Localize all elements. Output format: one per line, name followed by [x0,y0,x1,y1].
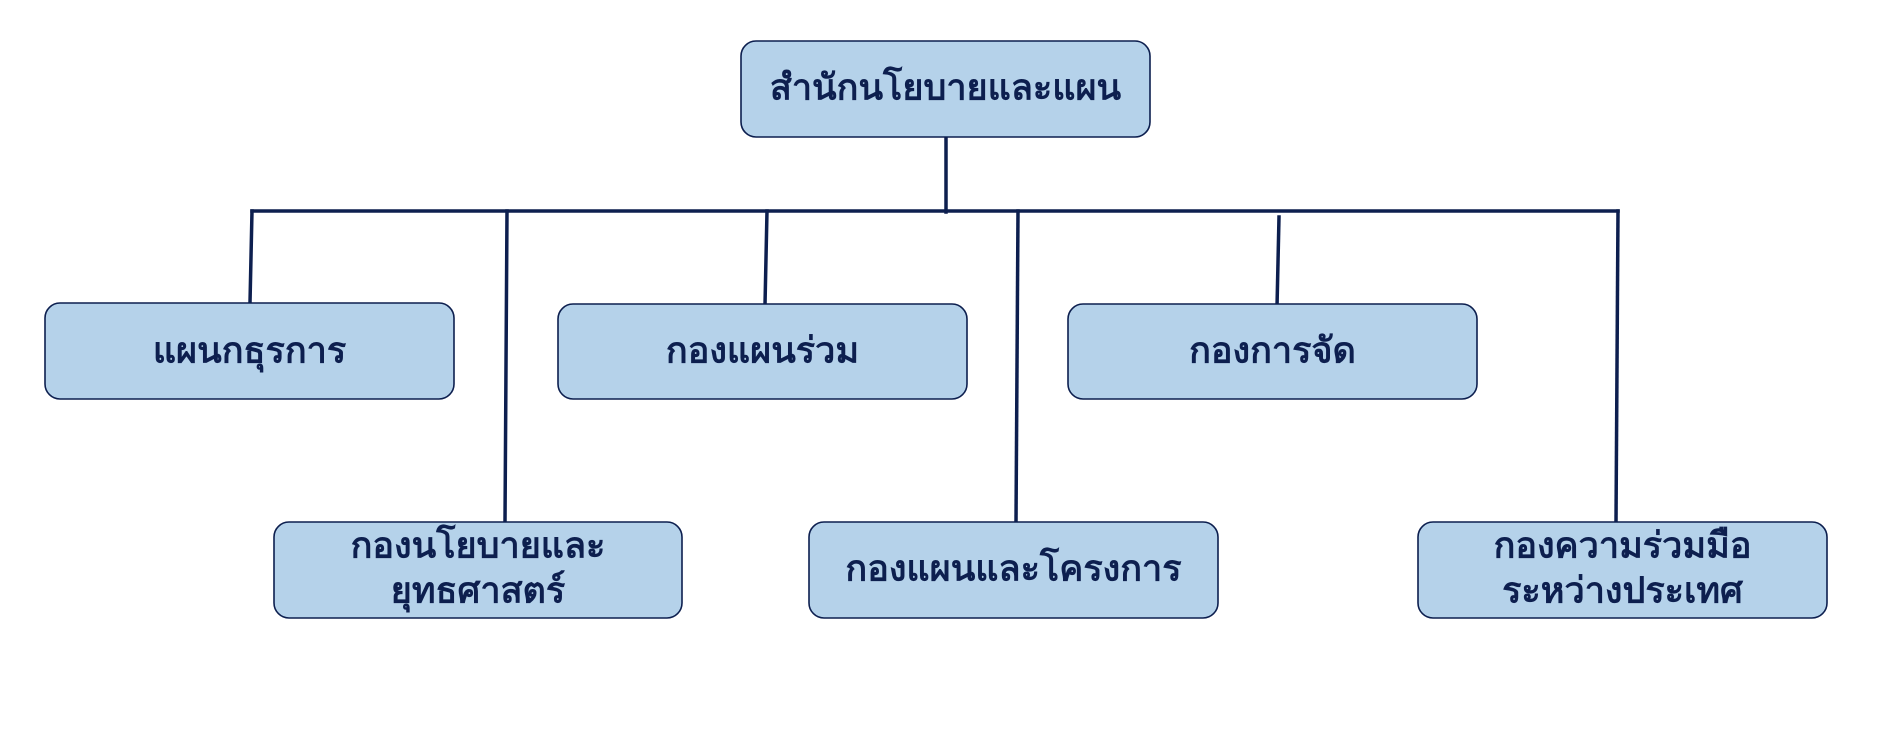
root-node-box [740,40,1151,138]
unit-node-4-box [808,521,1219,619]
connector-unit-3 [763,209,769,307]
unit-node-5: กองการจัด [1067,303,1478,400]
unit-node-5-label: กองการจัด [1189,331,1356,372]
unit-node-5-box [1067,303,1478,400]
connector-unit-4 [1014,209,1020,524]
unit-node-2-box [273,521,683,619]
unit-node-6: กองความร่วมมือ ระหว่างประเทศ [1417,521,1828,619]
unit-node-1-box [44,302,455,400]
connector-unit-6 [1614,209,1620,524]
connector-unit-5 [1275,215,1281,309]
unit-node-4-label: กองแผนและโครงการ [845,547,1182,590]
unit-node-3-label: กองแผนร่วม [666,331,859,372]
unit-node-6-label-line-1: กองความร่วมมือ [1494,526,1752,567]
unit-node-6-label-line-2: ระหว่างประเทศ [1502,571,1744,612]
unit-node-4: กองแผนและโครงการ [808,521,1219,619]
unit-node-2-label-line-1: กองนโยบายและ [351,524,606,567]
connectors [248,135,1620,524]
unit-node-6-box [1417,521,1828,619]
unit-node-2: กองนโยบายและ ยุทธศาสตร์ [273,521,683,619]
connector-unit-1 [248,209,254,305]
unit-node-1-label: แผนกธุรการ [153,331,347,374]
root-node-label: สำนักนโยบายและแผน [770,66,1122,109]
unit-node-2-label-line-2: ยุทธศาสตร์ [391,570,566,614]
connector-unit-2 [503,209,509,524]
unit-node-3-box [557,303,968,400]
unit-node-3: กองแผนร่วม [557,303,968,400]
root-node: สำนักนโยบายและแผน [740,40,1151,138]
unit-node-1: แผนกธุรการ [44,302,455,400]
